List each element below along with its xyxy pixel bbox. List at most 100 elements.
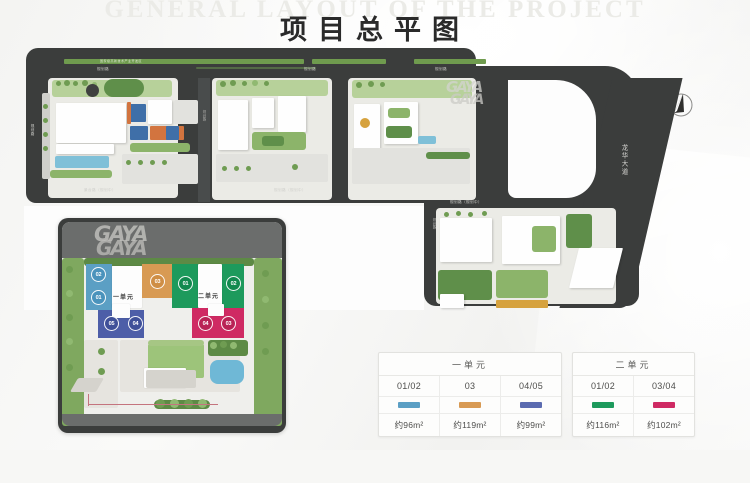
block-a-round-feature — [86, 84, 99, 97]
block-b-tree-4 — [252, 80, 258, 86]
legend-cell-1b: 03 约119m² — [440, 376, 501, 436]
road-label-bottom-right2: 规划路（规划中） — [450, 200, 482, 204]
unit-two-badge-01[interactable]: 01 — [178, 276, 193, 291]
detail-tree-1 — [66, 266, 73, 273]
block-b-south-plaza — [216, 154, 328, 182]
legend-code-2a: 01/02 — [573, 376, 633, 397]
block-a-tree-12 — [150, 160, 155, 165]
north-hedge-3 — [414, 59, 486, 64]
road-label-top-left: 规划路 — [97, 67, 109, 71]
legend-code-1b: 03 — [440, 376, 500, 397]
detail-green-north-strip — [84, 258, 254, 266]
block-b-tree-8 — [246, 166, 251, 171]
detail-tree-14 — [98, 368, 105, 375]
unit-one-badge-04[interactable]: 04 — [128, 316, 143, 331]
block-c-garden-1 — [388, 108, 410, 118]
legend-swatch-1a — [398, 402, 420, 408]
block-c-tower-1 — [354, 104, 380, 154]
detail-tree-9 — [262, 348, 269, 355]
detail-pergola — [146, 370, 196, 388]
block-c-graffiti-2: GAYA — [450, 92, 484, 108]
legend-swatch-box-2a — [573, 397, 633, 414]
legend-area-1c: 约99m² — [516, 420, 546, 430]
legend-swatch-2b — [653, 402, 675, 408]
block-a-tree-4 — [82, 80, 88, 86]
detail-tree-18 — [198, 399, 207, 408]
block-c-tree-2 — [368, 81, 374, 87]
north-hedge-2 — [312, 59, 386, 64]
detail-east-hedge — [208, 340, 248, 356]
block-c-tree-1 — [356, 82, 362, 88]
detail-top-road — [62, 222, 282, 258]
detail-graffiti: GAYA — [94, 222, 149, 246]
block-c-tree-3 — [380, 82, 385, 87]
tennis-courts — [496, 270, 548, 298]
legend-swatch-box-1c — [501, 397, 561, 414]
legend-area-2b: 约102m² — [647, 420, 681, 430]
block-a-south-walk — [122, 154, 198, 184]
sports-court-orange-1 — [127, 102, 131, 124]
detail-tree-8 — [262, 322, 269, 329]
legend-code-2b: 03/04 — [634, 376, 694, 397]
road-label-left-vertical-2: 规划路 — [432, 218, 436, 230]
detail-green-east — [254, 258, 282, 426]
block-c-hedge-row — [426, 152, 470, 159]
legend-area-1a: 约96m² — [394, 420, 424, 430]
block-d-green-1 — [532, 226, 556, 252]
block-a-tree-8 — [43, 132, 48, 137]
block-c-graffiti: GAYA — [446, 78, 483, 96]
detail-tree-2 — [66, 290, 73, 297]
play-area — [496, 300, 548, 308]
block-a-tree-3 — [73, 81, 78, 86]
block-d-tree-3 — [468, 212, 473, 217]
block-b-tree-7 — [234, 166, 239, 171]
north-banner — [64, 59, 304, 64]
watermark-title: GENERAL LAYOUT OF THE PROJECT — [104, 0, 646, 23]
unit-two-badge-03[interactable]: 03 — [221, 316, 236, 331]
block-d-tree-4 — [482, 211, 487, 216]
detail-tree-5 — [66, 364, 73, 371]
detail-boundary-line — [88, 404, 218, 405]
sports-court-blue-3 — [166, 126, 179, 140]
block-c-garden-2 — [386, 126, 412, 138]
detail-tree-11 — [220, 341, 227, 348]
detail-water-play — [210, 360, 244, 384]
block-b-tower-3 — [278, 96, 306, 132]
unit-one-badge-01[interactable]: 01 — [91, 290, 106, 305]
block-b-garden — [262, 136, 284, 146]
block-d-tower-1 — [440, 218, 492, 262]
detail-boundary-tick — [88, 394, 89, 406]
page-title: 项目总平图 — [280, 15, 470, 46]
legend-swatch-box-1a — [379, 397, 439, 414]
legend-area-2a: 约116m² — [586, 420, 620, 430]
block-a-tree-13 — [162, 160, 167, 165]
detail-tree-4 — [66, 338, 73, 345]
legend-swatch-1b — [459, 402, 481, 408]
unit-one-core-south — [112, 304, 130, 318]
block-c-round-plaza — [360, 118, 370, 128]
legend-cell-1a: 01/02 约96m² — [379, 376, 440, 436]
unit-two-badge-02[interactable]: 02 — [226, 276, 241, 291]
detail-tree-13 — [98, 348, 105, 355]
unit-one-badge-02[interactable]: 02 — [91, 267, 106, 282]
legend-header-unit-two: 二单元 — [573, 353, 694, 376]
road-label-bottom-mid: 规划路（规划中） — [274, 188, 306, 192]
detail-tree-16 — [170, 399, 179, 408]
north-hedge-4 — [196, 67, 316, 69]
unit-one-badge-03[interactable]: 03 — [150, 274, 165, 289]
road-label-top-mid: 规划路 — [304, 67, 316, 71]
north-banner-text: 国家级高新技术产业开发区 — [100, 59, 143, 63]
unit-one-core-north — [112, 266, 142, 308]
block-b-tree-9 — [292, 164, 298, 170]
unit-one-badge-05[interactable]: 05 — [104, 316, 119, 331]
block-b-tower-1 — [218, 100, 248, 150]
block-d-tree-1 — [444, 212, 449, 217]
block-a-tree-2 — [64, 80, 70, 86]
detail-tree-10 — [210, 342, 217, 349]
road-label-main-avenue: 龙华大道 — [620, 144, 627, 176]
legend-tables: 一单元 01/02 约96m² 03 约119m² 04/05 — [378, 352, 695, 437]
block-a-tree-6 — [43, 104, 48, 109]
unit-two-label: 二单元 — [198, 294, 220, 300]
unit-two-badge-04[interactable]: 04 — [198, 316, 213, 331]
block-a-annex — [56, 144, 114, 154]
